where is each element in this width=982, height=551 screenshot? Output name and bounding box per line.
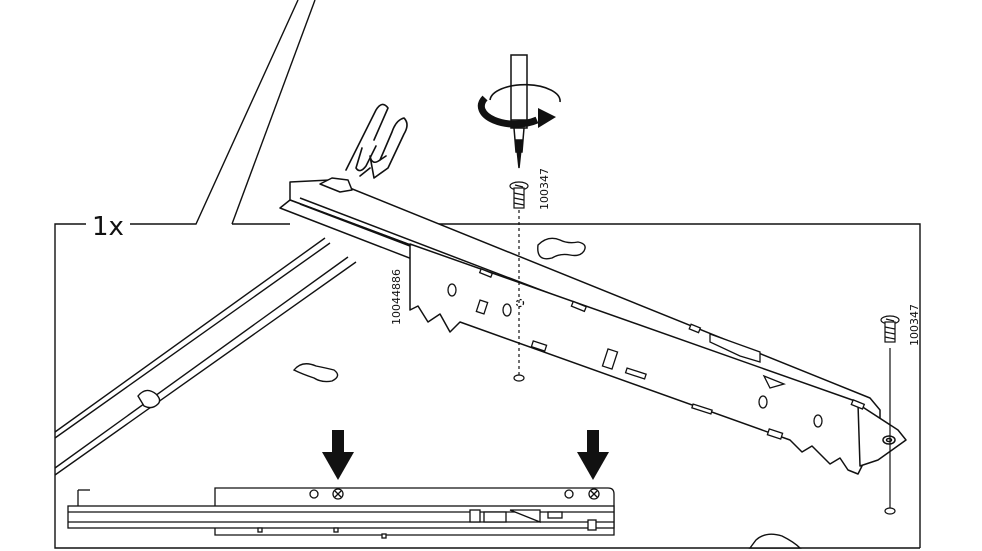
down-arrow-icon	[322, 430, 354, 480]
screw-top-part-number: 100347	[538, 168, 551, 210]
screwdriver-icon	[510, 54, 528, 169]
rotation-arrow-icon	[477, 83, 561, 128]
rail-part-number: 10044886	[390, 269, 403, 325]
down-arrow-icon	[577, 430, 609, 480]
rail-side-view	[67, 487, 615, 539]
callout-frame	[54, 0, 921, 549]
keyhole-holes	[137, 237, 802, 549]
screw-icon	[880, 315, 900, 343]
alignment-lines	[513, 210, 896, 515]
quantity-label: 1x	[92, 212, 124, 242]
screw-icon	[509, 181, 529, 209]
cabinet-panel-edges	[54, 237, 357, 476]
rail-details	[447, 268, 866, 440]
drawer-rail	[279, 177, 907, 475]
pointing-hand-icon	[345, 103, 408, 179]
screw-right-part-number: 100347	[908, 304, 921, 346]
